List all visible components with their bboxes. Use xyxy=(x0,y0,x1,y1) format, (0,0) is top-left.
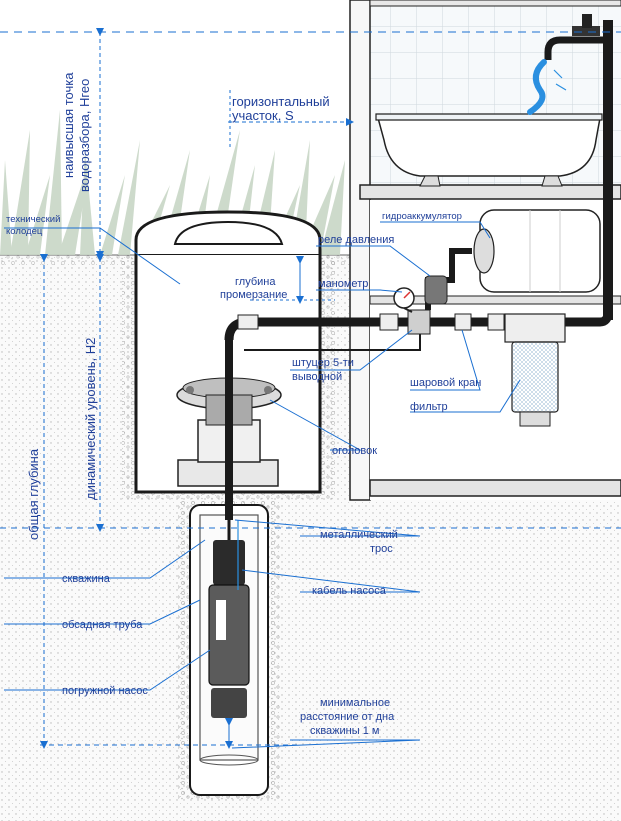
submersible-pump xyxy=(208,520,250,718)
label-cable-line1: металлический xyxy=(320,529,398,541)
label-min-dist-line1: минимальное xyxy=(320,697,390,709)
leader-lines xyxy=(4,221,521,749)
filter-unit xyxy=(504,313,566,427)
label-horizontal-line1: горизонтальный xyxy=(232,94,330,109)
label-casing: обсадная труба xyxy=(62,619,143,631)
label-tech-well-line2: колодец xyxy=(6,226,43,237)
label-borehole: скважина xyxy=(62,573,111,585)
label-dynamic-level: динамический уровень, H2 xyxy=(83,338,98,500)
label-fitting-line1: штуцер 5-ти xyxy=(292,357,354,369)
label-pump-cable: кабель насоса xyxy=(312,585,387,597)
pipework xyxy=(224,309,613,520)
label-horizontal-line2: участок, S xyxy=(232,108,294,123)
five-way-fitting xyxy=(407,309,431,335)
label-wellhead: оголовок xyxy=(332,445,377,457)
label-total-depth: общая глубина xyxy=(26,448,41,540)
pressure-switch xyxy=(424,275,448,305)
bathtub xyxy=(375,113,603,187)
label-pressure-relay: реле давления xyxy=(318,234,394,246)
label-manometer: манометр xyxy=(318,278,368,290)
label-min-dist-line3: скважины 1 м xyxy=(310,725,379,737)
label-accumulator: гидроаккумулятор xyxy=(382,211,462,222)
foundation xyxy=(369,479,621,497)
label-cable-line2: трос xyxy=(370,543,393,555)
shelf xyxy=(369,295,621,305)
label-highest-point-line1: наивысшая точка xyxy=(61,72,76,178)
label-min-dist-line2: расстояние от дна xyxy=(300,711,395,723)
water-stream xyxy=(527,59,547,115)
ball-valve-body xyxy=(454,313,472,331)
faucet xyxy=(527,14,613,320)
label-freeze-line1: глубина xyxy=(235,276,276,288)
manometer-gauge xyxy=(393,287,415,313)
label-tech-well-line1: технический xyxy=(6,214,60,225)
label-filter: фильтр xyxy=(410,401,448,413)
dimension-lines xyxy=(0,28,621,749)
label-submersible-pump: погружной насос xyxy=(62,685,148,697)
label-fitting-line2: выводной xyxy=(292,371,342,383)
label-highest-point-line2: водоразбора, Hгео xyxy=(77,79,92,192)
label-freeze-line2: промерзание xyxy=(220,289,287,301)
label-ball-valve: шаровой кран xyxy=(410,377,481,389)
floor-slab xyxy=(359,184,621,200)
